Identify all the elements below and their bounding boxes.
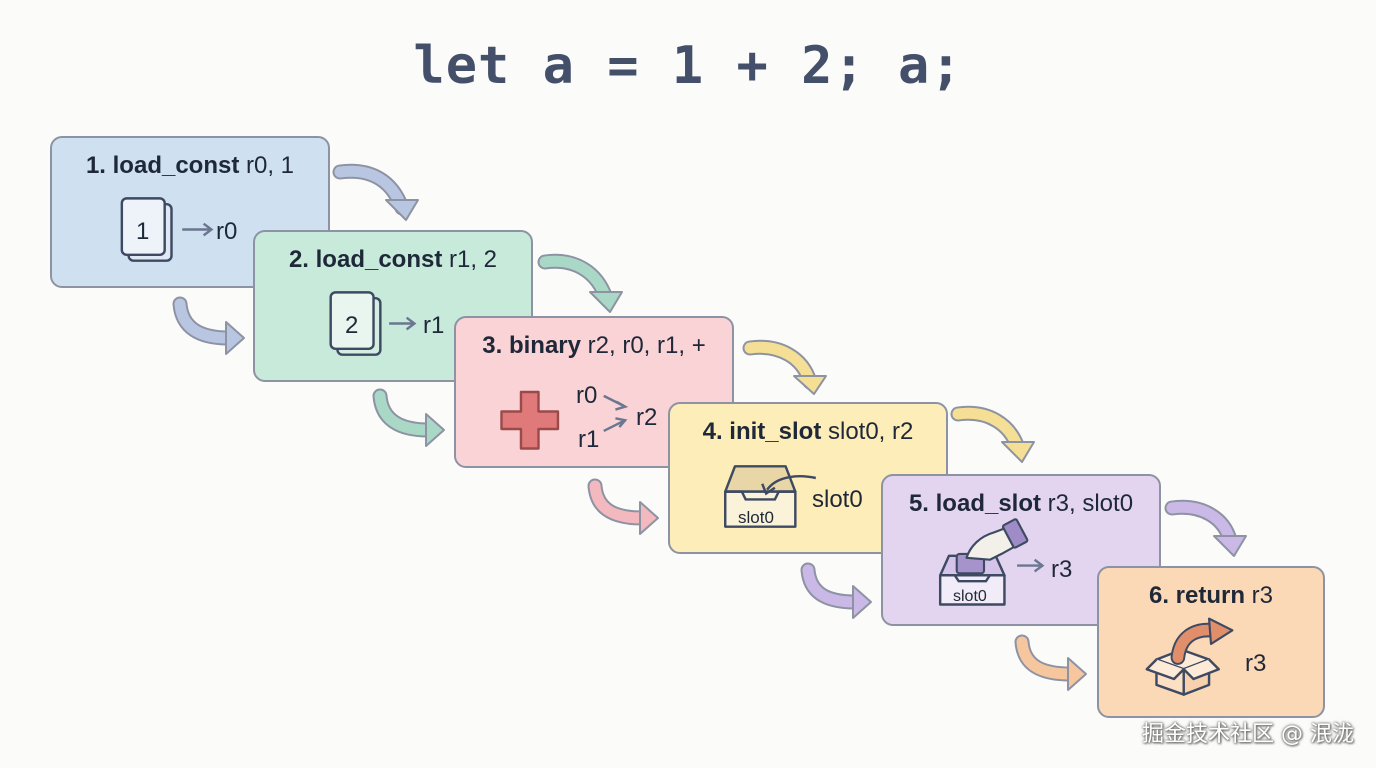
- operands-label: r2, r0, r1, +: [581, 332, 706, 359]
- target-register: r2: [636, 404, 658, 431]
- step-heading: 1. load_const r0, 1: [52, 152, 328, 180]
- operands-label: r1, 2: [442, 246, 498, 273]
- target-register: r3: [1051, 556, 1073, 583]
- opcode-label: 6. return: [1148, 582, 1245, 609]
- stacked-card-icon: [120, 197, 214, 262]
- arrow-step4-to-step5-bottom: [800, 562, 872, 619]
- hand-box-icon: [938, 518, 1045, 606]
- stacked-card-icon: [329, 291, 417, 356]
- operands-label: r0, 1: [239, 152, 295, 179]
- target-register: r0: [216, 218, 238, 245]
- constant-value: 1: [136, 218, 150, 245]
- step-heading: 3. binary r2, r0, r1, +: [456, 332, 732, 360]
- arrow-step1-to-step2-top: [332, 163, 419, 221]
- opcode-label: 2. load_const: [288, 246, 443, 273]
- arrow-step1-to-step2-bottom: [172, 296, 245, 355]
- arrow-step3-to-step4-bottom: [587, 478, 659, 535]
- step-heading: 4. init_slot slot0, r2: [670, 418, 946, 446]
- plus-icon: [500, 390, 629, 450]
- opcode-label: 1. load_const: [85, 152, 240, 179]
- arrow-step2-to-step3-bottom: [372, 388, 445, 447]
- watermark-text: 掘金技术社区 @ 泯泷: [1142, 722, 1354, 747]
- target-slot: slot0: [812, 486, 863, 513]
- opcode-label: 5. load_slot: [908, 490, 1041, 517]
- arrow-step3-to-step4-top: [742, 339, 827, 395]
- operands-label: r3, slot0: [1041, 490, 1134, 517]
- operands-label: r3: [1245, 582, 1274, 609]
- constant-value: 2: [345, 312, 359, 339]
- step-heading: 6. return r3: [1099, 582, 1323, 610]
- arrow-step5-to-step6-top: [1164, 499, 1247, 557]
- box-label: slot0: [738, 508, 774, 527]
- box-label: slot0: [953, 588, 987, 605]
- return-box-icon: [1145, 617, 1234, 696]
- return-register: r3: [1245, 650, 1267, 677]
- opcode-label: 4. init_slot: [702, 418, 822, 445]
- opcode-label: 3. binary: [482, 332, 581, 359]
- arrow-step2-to-step3-top: [537, 253, 623, 313]
- operands-label: slot0, r2: [821, 418, 914, 445]
- arrow-step4-to-step5-top: [950, 405, 1035, 463]
- step-heading: 2. load_const r1, 2: [255, 246, 531, 274]
- input-register-a: r0: [576, 382, 598, 409]
- arrow-step5-to-step6-bottom: [1014, 634, 1087, 691]
- step-heading: 5. load_slot r3, slot0: [883, 490, 1159, 518]
- code-title: let a = 1 + 2; a;: [413, 36, 963, 96]
- step-card-load-slot: 5. load_slot r3, slot0 slot0 r3: [881, 474, 1161, 626]
- target-register: r1: [423, 312, 445, 339]
- storage-box-icon: [724, 465, 817, 528]
- input-register-b: r1: [578, 426, 600, 453]
- step-card-return: 6. return r3 r3: [1097, 566, 1325, 718]
